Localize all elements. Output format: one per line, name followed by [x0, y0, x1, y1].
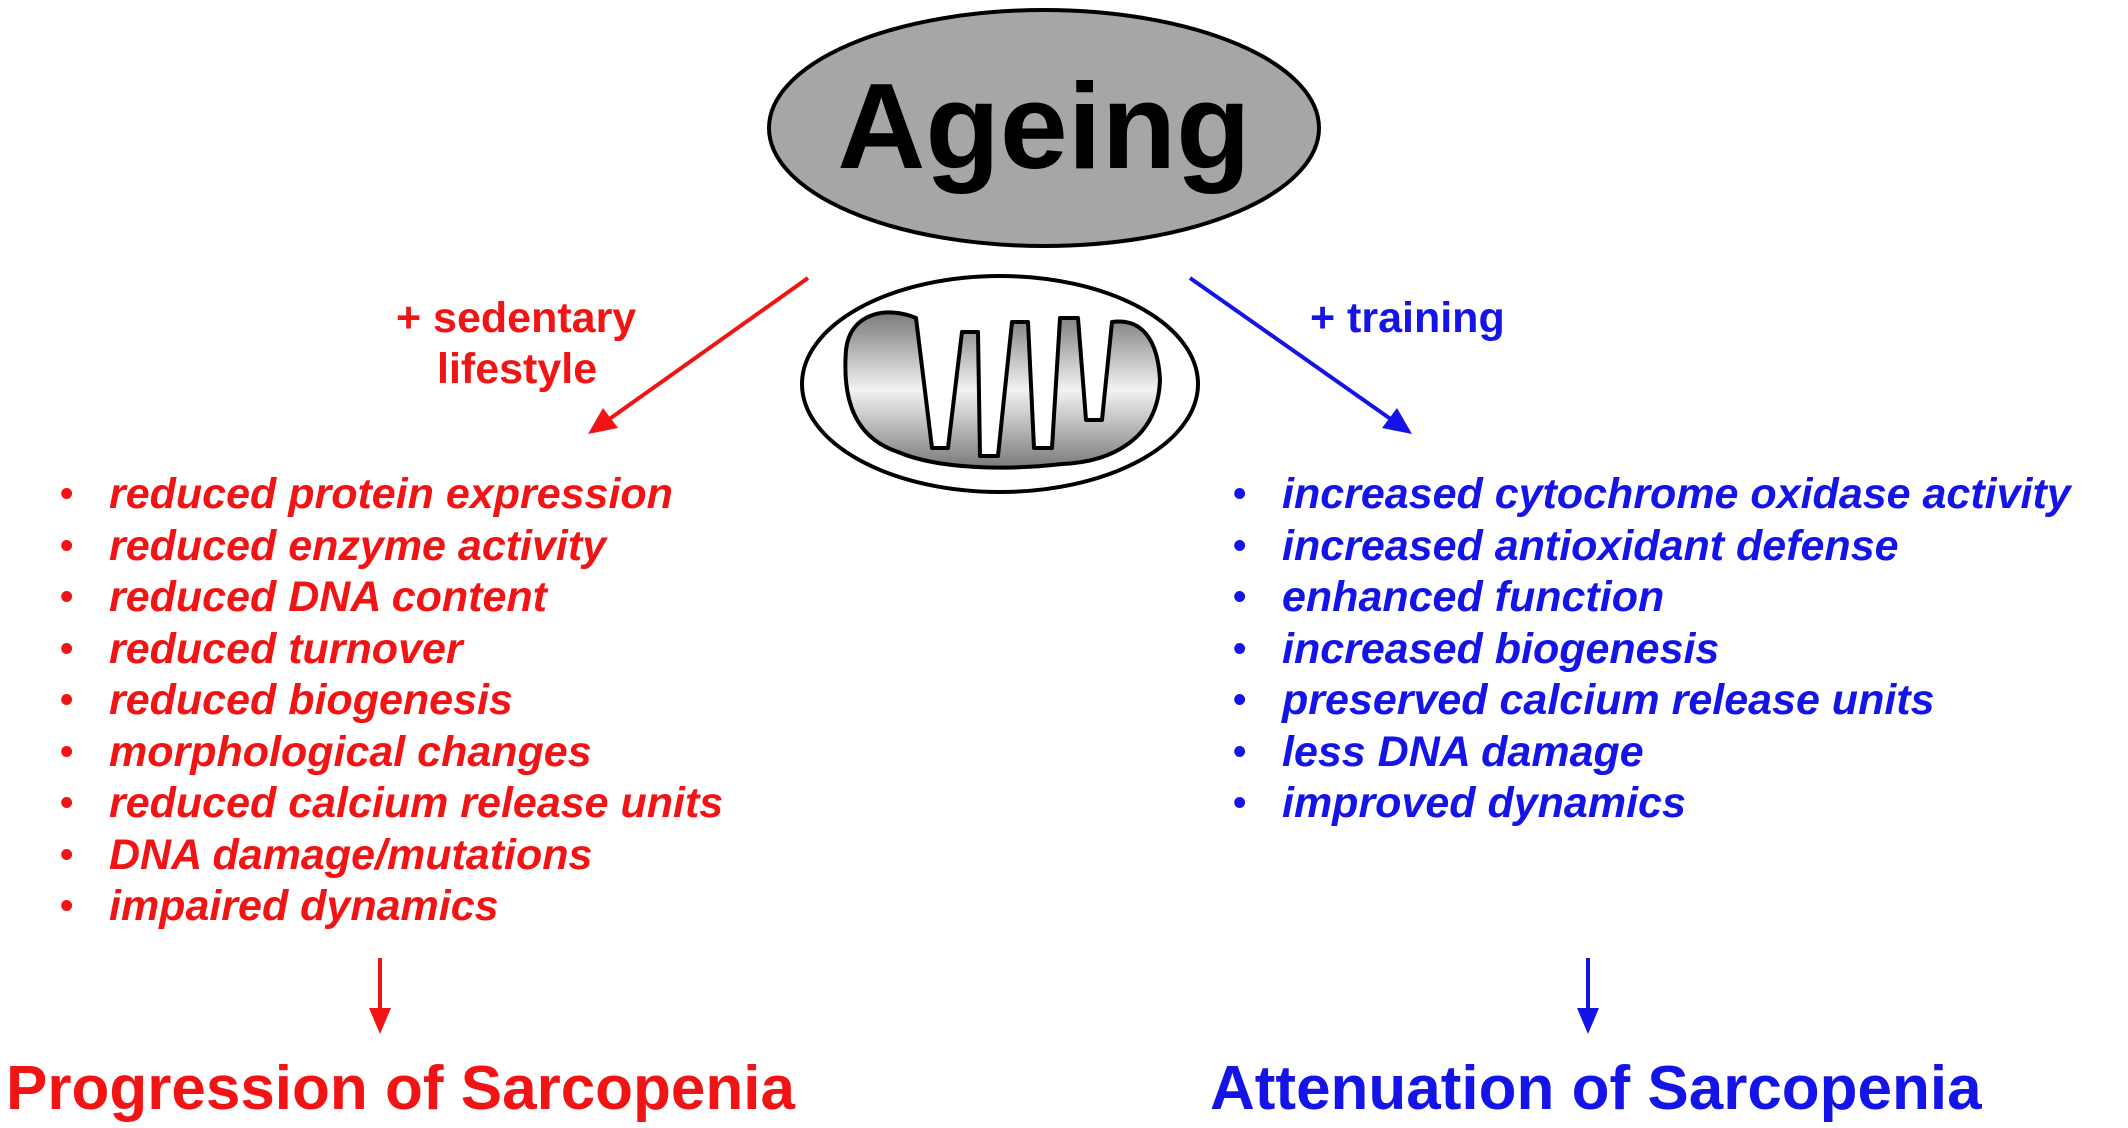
list-item-text: reduced turnover — [109, 624, 463, 673]
bullet-icon: • — [1233, 524, 1247, 567]
list-item: • reduced enzyme activity — [60, 521, 723, 573]
training-label: + training — [1310, 294, 1505, 342]
list-item-text: enhanced function — [1282, 573, 1665, 621]
list-item-text: reduced protein expression — [109, 470, 673, 518]
bullet-icon: • — [60, 885, 74, 927]
bullet-icon: • — [1233, 576, 1247, 618]
bullet-icon: • — [1233, 679, 1247, 721]
list-item-text: reduced calcium release units — [109, 779, 724, 827]
list-item: • reduced calcium release units — [60, 778, 723, 830]
list-item: • improved dynamics — [1233, 778, 2071, 830]
bullet-icon: • — [60, 576, 74, 618]
list-item: • preserved calcium release units — [1233, 675, 2071, 727]
list-item: • increased antioxidant defense — [1233, 521, 2071, 573]
list-item: • impaired dynamics — [60, 881, 723, 933]
list-item: • reduced biogenesis — [60, 675, 723, 727]
bullet-icon: • — [60, 730, 74, 773]
list-item-text: morphological changes — [109, 727, 592, 776]
sedentary-label-line2: lifestyle — [437, 345, 598, 393]
progression-outcome: Progression of Sarcopenia — [6, 1054, 795, 1123]
mitochondrion-icon — [800, 274, 1200, 494]
list-item: • reduced turnover — [60, 624, 723, 676]
sedentary-label-line1: + sedentary — [396, 294, 637, 342]
list-item: • increased cytochrome oxidase activity — [1233, 469, 2071, 521]
list-item-text: reduced DNA content — [109, 573, 547, 621]
list-item-text: less DNA damage — [1282, 727, 1644, 776]
list-item: • reduced protein expression — [60, 469, 723, 521]
bullet-icon: • — [60, 524, 74, 567]
ageing-title: Ageing — [837, 58, 1250, 194]
bullet-icon: • — [60, 473, 74, 515]
list-item: • increased biogenesis — [1233, 624, 2071, 676]
list-item-text: reduced enzyme activity — [109, 521, 607, 570]
list-item-text: DNA damage/mutations — [109, 830, 593, 879]
list-item-text: increased antioxidant defense — [1282, 521, 1899, 570]
arrow-to-sedentary — [588, 276, 810, 434]
arrow-to-progression — [369, 958, 391, 1034]
bullet-icon: • — [60, 782, 74, 824]
bullet-icon: • — [1233, 473, 1247, 515]
list-item: • enhanced function — [1233, 572, 2071, 624]
sedentary-effects-list: • reduced protein expression • reduced enz… — [60, 469, 723, 933]
list-item: • reduced DNA content — [60, 572, 723, 624]
list-item: • less DNA damage — [1233, 727, 2071, 779]
list-item-text: increased cytochrome oxidase activity — [1282, 470, 2071, 518]
bullet-icon: • — [60, 679, 74, 721]
list-item: • DNA damage/mutations — [60, 830, 723, 882]
bullet-icon: • — [60, 627, 74, 670]
list-item: • morphological changes — [60, 727, 723, 779]
bullet-icon: • — [60, 833, 74, 876]
list-item-text: improved dynamics — [1282, 779, 1686, 827]
arrow-to-training — [1188, 276, 1412, 434]
arrow-to-attenuation — [1577, 958, 1599, 1034]
list-item-text: reduced biogenesis — [109, 676, 513, 724]
list-item-text: increased biogenesis — [1282, 624, 1720, 673]
list-item-text: impaired dynamics — [109, 882, 499, 930]
bullet-icon: • — [1233, 782, 1247, 824]
ageing-node: Ageing — [767, 8, 1321, 248]
attenuation-outcome: Attenuation of Sarcopenia — [1210, 1054, 1982, 1123]
bullet-icon: • — [1233, 627, 1247, 670]
training-effects-list: • increased cytochrome oxidase activity •… — [1233, 469, 2071, 830]
bullet-icon: • — [1233, 730, 1247, 773]
list-item-text: preserved calcium release units — [1282, 676, 1935, 724]
